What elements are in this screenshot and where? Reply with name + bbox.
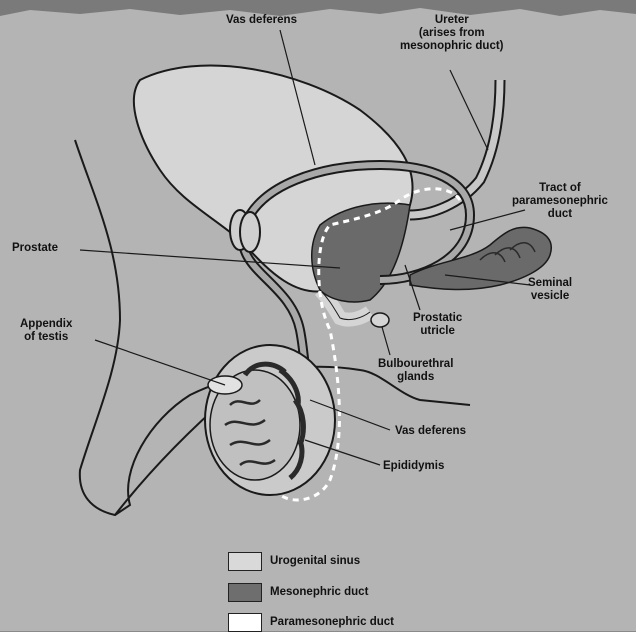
legend-item: Paramesonephric duct (228, 612, 394, 632)
label-bulbo-line1: Bulbourethral (378, 358, 453, 371)
legend-swatch-paramesonephric (228, 613, 262, 632)
label-tract-line2: paramesonephric (512, 195, 608, 208)
label-tract: Tract of paramesonephric duct (512, 182, 608, 222)
label-vas-deferens-bottom: Vas deferens (395, 425, 466, 438)
legend-label: Mesonephric duct (270, 586, 368, 598)
legend-swatch-urogenital (228, 552, 262, 571)
label-ureter-line3: mesonophric duct) (400, 40, 504, 53)
label-prostatic-utricle: Prostatic utricle (413, 312, 462, 338)
label-prostate: Prostate (12, 242, 58, 255)
label-appendix-line1: Appendix (20, 318, 72, 331)
label-utricle-line1: Prostatic (413, 312, 462, 325)
legend-label: Paramesonephric duct (270, 616, 394, 628)
label-bulbourethral: Bulbourethral glands (378, 358, 453, 384)
label-seminal-vesicle: Seminal vesicle (528, 277, 572, 303)
label-appendix-of-testis: Appendix of testis (20, 318, 72, 344)
label-ureter-line2: (arises from (400, 27, 504, 40)
label-tract-line3: duct (512, 208, 608, 221)
label-bulbo-line2: glands (378, 371, 453, 384)
legend-item: Urogenital sinus (228, 551, 360, 571)
label-epididymis: Epididymis (383, 460, 444, 473)
legend-item: Mesonephric duct (228, 582, 368, 602)
legend-swatch-mesonephric (228, 583, 262, 602)
label-ureter: Ureter (arises from mesonophric duct) (400, 14, 504, 54)
label-seminal-line2: vesicle (528, 290, 572, 303)
label-seminal-line1: Seminal (528, 277, 572, 290)
label-tract-line1: Tract of (512, 182, 608, 195)
label-appendix-line2: of testis (20, 331, 72, 344)
torn-top-edge (0, 0, 636, 16)
label-vas-deferens-top: Vas deferens (226, 14, 297, 27)
label-utricle-line2: utricle (413, 325, 462, 338)
inguinal-ring (230, 210, 260, 252)
label-ureter-line1: Ureter (400, 14, 504, 27)
bulbourethral-gland (371, 313, 389, 327)
legend-label: Urogenital sinus (270, 555, 360, 567)
